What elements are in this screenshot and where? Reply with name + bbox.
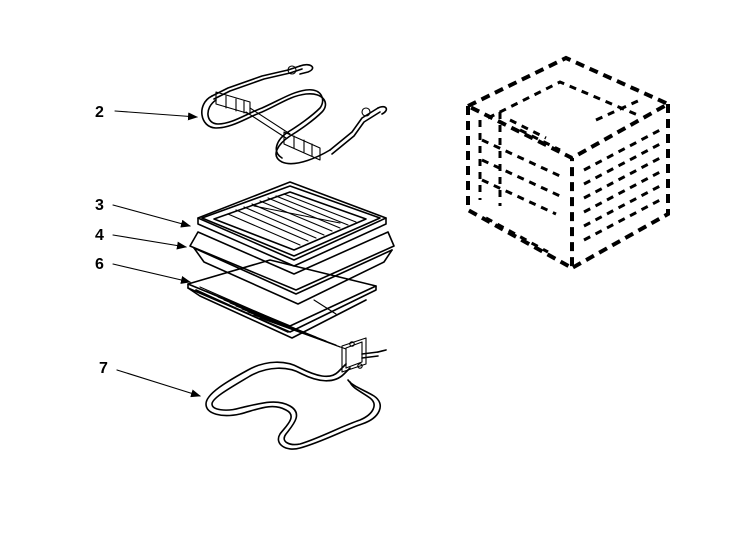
oven-cavity-drawing [463, 55, 673, 272]
callout-label-6: 6 [95, 256, 104, 273]
callout-4: 4 [95, 227, 187, 250]
leader-arrow-7 [116, 369, 201, 398]
callout-label-2: 2 [95, 104, 104, 121]
broiler-pan-drawing [189, 231, 395, 315]
leader-arrow-4 [112, 234, 187, 250]
callout-label-3: 3 [95, 197, 104, 214]
oven-rack-drawing [187, 259, 377, 350]
leader-arrow-3 [112, 204, 191, 228]
callout-3: 3 [95, 197, 191, 228]
callout-2: 2 [95, 104, 198, 121]
broil-element-drawing [201, 63, 388, 165]
callout-label-7: 7 [99, 360, 108, 377]
callout-6: 6 [95, 256, 191, 284]
leader-arrow-2 [114, 110, 198, 121]
callout-7: 7 [99, 360, 201, 398]
leader-arrow-6 [112, 263, 191, 284]
broiler-pan-grid-drawing [197, 181, 387, 267]
callout-label-4: 4 [95, 227, 104, 244]
bake-element-drawing [205, 337, 387, 450]
